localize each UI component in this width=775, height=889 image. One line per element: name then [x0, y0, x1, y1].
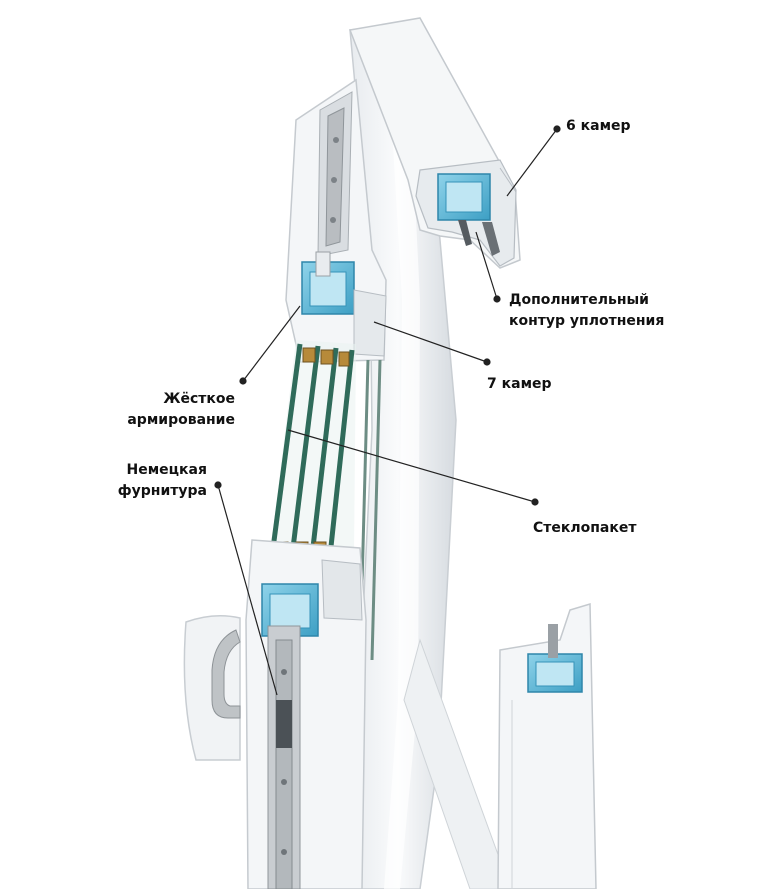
callout-hardware: Немецкая фурнитура [76, 460, 207, 502]
top-frame-profile [348, 17, 521, 269]
leader-dot-six-chambers [553, 125, 561, 133]
callout-extra-seal-line2: контур уплотнения [509, 313, 665, 329]
leader-dot-extra-seal [493, 295, 501, 303]
callout-seven-chambers-text: 7 камер [487, 376, 552, 392]
leader-six-chambers [506, 128, 558, 197]
leader-hardware [217, 484, 278, 696]
callout-reinforcement: Жёсткое армирование [90, 389, 235, 431]
window-handle [211, 629, 241, 719]
callout-extra-seal-line1: Дополнительный [509, 292, 649, 308]
leader-extra-seal [475, 231, 498, 300]
callout-extra-seal: Дополнительный контур уплотнения [509, 290, 664, 332]
callout-seven-chambers: 7 камер [487, 374, 552, 395]
leader-dot-reinforcement [239, 377, 247, 385]
leader-glazing [287, 429, 536, 503]
callout-reinforcement-line2: армирование [127, 412, 235, 428]
leader-dot-seven-chambers [483, 358, 491, 366]
callout-reinforcement-line1: Жёсткое [163, 391, 235, 407]
callout-glazing-text: Стеклопакет [533, 520, 637, 536]
bottom-right-profile [497, 602, 597, 889]
callout-hardware-line1: Немецкая [126, 462, 207, 478]
leader-seven-chambers [373, 321, 488, 363]
callout-six-chambers-text: 6 камер [566, 118, 631, 134]
lower-sash [245, 539, 367, 889]
callout-hardware-line2: фурнитура [117, 483, 207, 499]
leader-lines [214, 125, 561, 696]
callout-glazing: Стеклопакет [533, 518, 637, 539]
leader-reinforcement [242, 305, 301, 382]
callout-six-chambers: 6 камер [566, 116, 631, 137]
upper-sash [285, 78, 387, 363]
leader-dot-glazing [531, 498, 539, 506]
glazing-unit [269, 340, 382, 661]
leader-dot-hardware [214, 481, 222, 489]
